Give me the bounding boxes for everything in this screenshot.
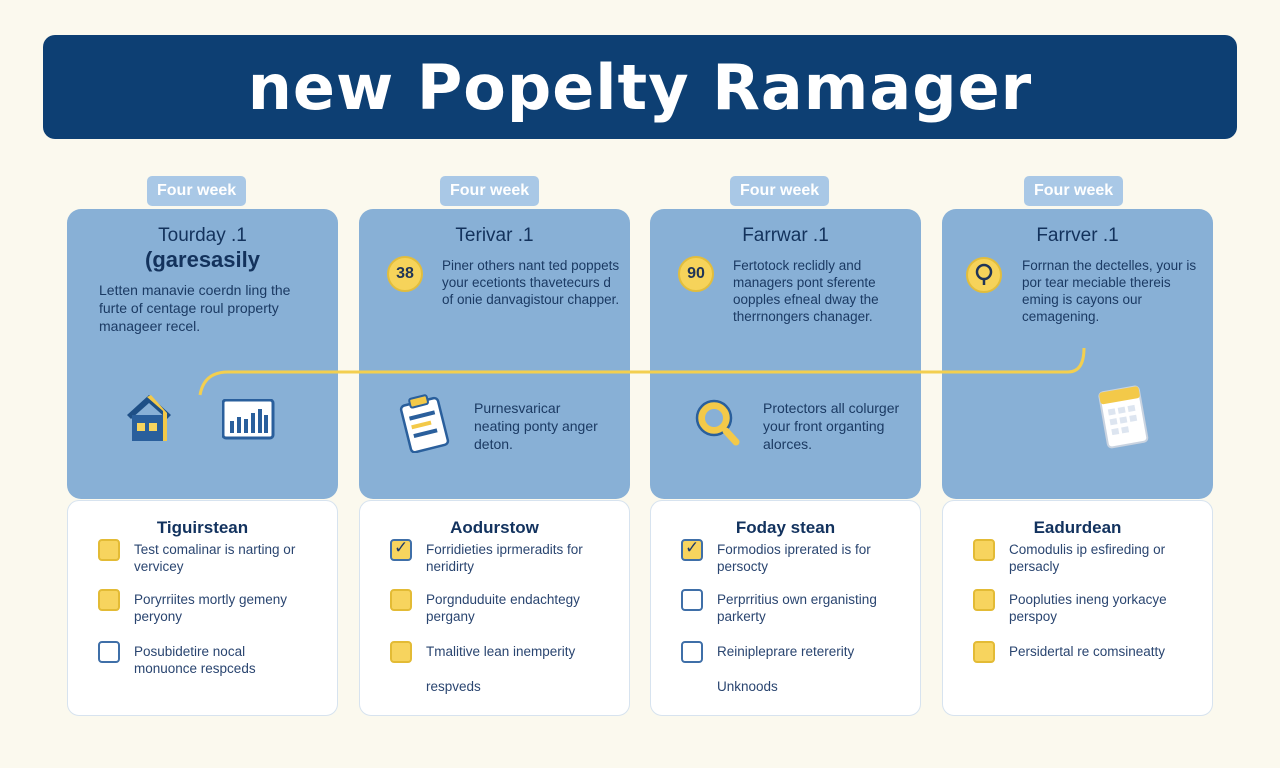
week-tag-3: Four week <box>730 176 830 206</box>
calendar-icon <box>1097 377 1149 458</box>
checkbox[interactable] <box>98 589 120 611</box>
phase-title: Tourday .1 <box>158 225 247 246</box>
checklist-card-2: Aodurstow Forridieties iprmeradits for n… <box>359 500 630 716</box>
checkbox[interactable] <box>98 641 120 663</box>
checkbox[interactable] <box>973 641 995 663</box>
magnifier-icon <box>692 397 742 452</box>
checkbox[interactable] <box>390 538 412 561</box>
phase-title: Terivar .1 <box>455 225 534 246</box>
phase-title: Farrver .1 <box>1036 225 1119 246</box>
phase-description: Fertotock reclidly and managers pont sfe… <box>733 258 879 324</box>
checklist-card-3: Foday stean Formodios iprerated is for p… <box>650 500 921 716</box>
phase-description: Forrnan the dectelles, your is por tear … <box>1022 258 1197 324</box>
phase-card-2: Terivar .1 38 Piner others nant ted popp… <box>359 209 630 499</box>
clipboard-icon <box>399 393 451 458</box>
phase-badge: 38 <box>387 256 423 292</box>
checklist-title: Eadurdean <box>1033 518 1122 537</box>
checklist-card-1: Tiguirstean Test comalinar is narting or… <box>67 500 338 716</box>
checklist-title: Tiguirstean <box>156 518 249 537</box>
checkbox[interactable] <box>681 538 703 561</box>
checkbox[interactable] <box>973 589 995 611</box>
checkbox[interactable] <box>98 539 120 561</box>
title-banner: new Popelty Ramager <box>43 35 1237 139</box>
week-tag-2: Four week <box>440 176 540 206</box>
house-icon <box>123 389 175 450</box>
checklist-title: Aodurstow <box>450 518 539 537</box>
phase-description: Piner others nant ted poppets your eceti… <box>442 258 620 307</box>
checkbox[interactable] <box>681 589 703 611</box>
phase-title: Farrwar .1 <box>742 225 829 246</box>
checkbox[interactable] <box>390 589 412 611</box>
phase-note: Protectors all colurger your front organ… <box>763 400 900 452</box>
lightbulb-icon <box>966 257 1002 298</box>
phase-card-4: Farrver .1 Forrnan the dectelles, your i… <box>942 209 1213 499</box>
phase-description: Letten manavie coerdn ling the furte of … <box>99 282 291 334</box>
checkbox[interactable] <box>390 641 412 663</box>
week-tag-1: Four week <box>147 176 247 206</box>
bar-chart-icon <box>221 398 276 446</box>
checkbox[interactable] <box>973 539 995 561</box>
phase-subtitle: (garesasily <box>145 247 260 272</box>
phase-card-3: Farrwar .1 90 Fertotock reclidly and man… <box>650 209 921 499</box>
checklist-card-4: Eadurdean Comodulis ip esfireding or per… <box>942 500 1213 716</box>
phase-badge: 90 <box>678 256 714 292</box>
checkbox[interactable] <box>681 641 703 663</box>
phase-note: Purnesvaricar neating ponty anger deton. <box>474 400 598 452</box>
page-title: new Popelty Ramager <box>247 50 1033 124</box>
week-tag-4: Four week <box>1024 176 1124 206</box>
phase-card-1: Tourday .1 (garesasily Letten manavie co… <box>67 209 338 499</box>
checklist-title: Foday stean <box>735 518 836 537</box>
